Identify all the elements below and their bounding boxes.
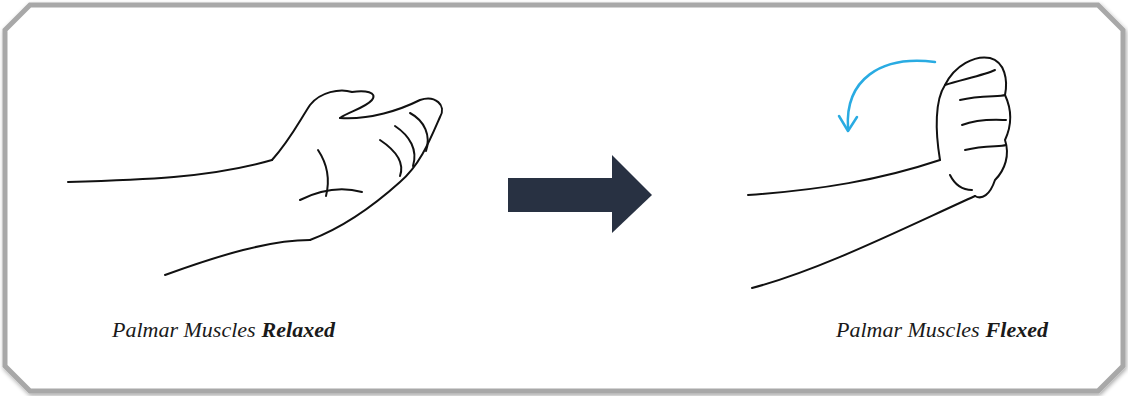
state-label: Relaxed <box>262 317 335 343</box>
finger-line <box>410 113 428 151</box>
caption-text: Palmar Muscles <box>112 317 256 343</box>
forearm-line <box>165 240 310 275</box>
caption-text: Palmar Muscles <box>836 317 980 343</box>
arrow-head <box>612 155 652 233</box>
transition-arrow <box>508 155 652 233</box>
relaxed-hand <box>68 91 442 275</box>
flex-motion-arrow <box>839 61 935 131</box>
finger-line <box>395 126 414 166</box>
palm-crease <box>318 150 328 196</box>
forearm-line <box>748 160 940 195</box>
forearm-line <box>752 196 975 288</box>
finger-line <box>380 140 401 176</box>
motion-arrowhead <box>839 116 857 131</box>
finger-line <box>960 95 1005 100</box>
finger-line <box>962 120 1006 125</box>
arrow-shaft <box>508 178 614 212</box>
finger-line <box>965 145 1006 150</box>
flexed-hand <box>748 57 1010 288</box>
state-label: Flexed <box>986 317 1048 343</box>
forearm-line <box>68 160 272 182</box>
thumb-line <box>945 70 995 85</box>
wrist-crease <box>950 175 972 190</box>
motion-arc <box>848 61 935 128</box>
caption-line: Palmar MusclesRelaxed <box>112 317 335 343</box>
thumb-outline <box>272 91 374 160</box>
palm-outline <box>310 99 442 240</box>
fist-outline <box>937 57 1011 197</box>
frame-border <box>5 5 1123 391</box>
palm-crease <box>300 189 362 200</box>
caption-line: Palmar MusclesFlexed <box>836 317 1048 343</box>
